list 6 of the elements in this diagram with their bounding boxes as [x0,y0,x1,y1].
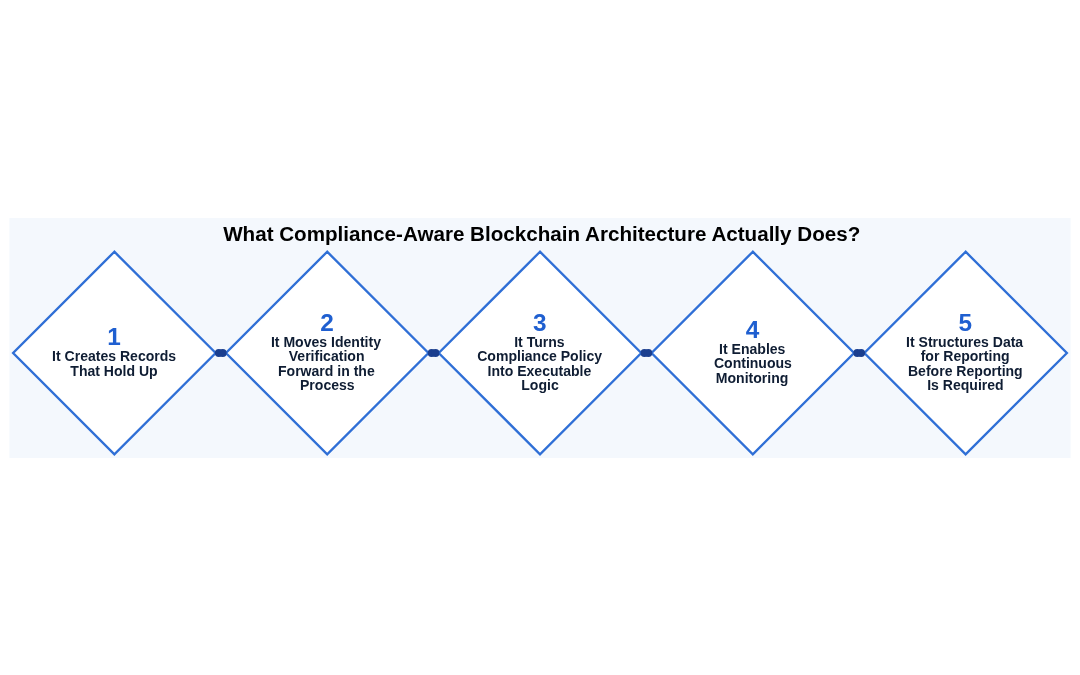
node-diamond: 3 It Turns Compliance Policy Into Executable Logic [437,249,643,456]
diagram-title: What Compliance-Aware Blockchain Architecture Actually Does? [223,221,861,245]
node-diamond: 4 It Enables Continuous Monitoring [649,249,856,456]
node-diamond: 2 It Moves Identity Verification Forward in the Process [224,249,431,456]
node-diamond: 5 It Structures Data for Reporting Before Reporting Is Required [862,249,1069,456]
node-diamond: 1 It Creates Records That Hold Up [11,249,218,456]
